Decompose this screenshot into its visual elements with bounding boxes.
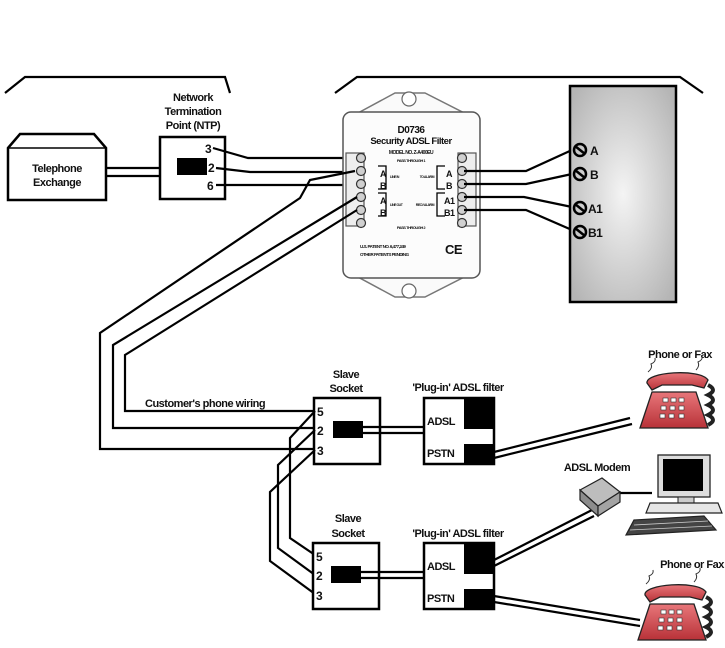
phone2-cable-b [493,600,641,628]
panel-term-a: A [590,144,599,158]
plugin-filter-1: 'Plug-in' ADSL filter ADSL PSTN [412,382,505,466]
filter-patent: U.S. PATENT NO. 6,477,249 [360,244,406,249]
network-termination-point: Network Termination Point (NTP) 3 2 6 [158,92,227,201]
filter-line-in-label: LINE IN [390,175,400,179]
slave-socket-2-title-2: Socket [331,528,365,540]
computer-icon [624,454,723,536]
slave-socket-2-pin-5: 5 [316,550,323,564]
phone-2-label: Phone or Fax [660,559,725,571]
ntp-title-2: Termination [165,106,222,118]
panel-term-b: B [590,168,599,182]
alarm-a1-wire [464,195,573,209]
filter-right-term-a: A [446,169,453,179]
modem-cable-b [493,515,595,567]
telephone-exchange: Telephone Exchange [6,132,108,202]
phone1-cable-b [493,422,633,460]
chain-wire-3 [268,449,316,595]
filter-name: Security ADSL Filter [370,136,452,147]
filter-right-term-b1: B1 [444,208,455,218]
phone2-cable-a [493,594,641,622]
phone-1-icon: Phone or Fax [639,349,715,429]
phone-2-icon: Phone or Fax [637,559,725,641]
ntp-title-1: Network [173,92,214,104]
ntp-socket-jack [177,158,207,175]
filter-pass-through-bottom: PASS THROUGH 2 [397,225,427,230]
slave-socket-1-pin-5: 5 [317,405,324,419]
adsl-modem-label: ADSL Modem [564,462,631,474]
slave-socket-1: Slave Socket 5 2 3 [312,369,382,466]
filter-right-term-b: B [446,181,453,191]
ntp-pin-6: 6 [207,179,214,193]
alarm-b1-wire [464,208,573,232]
slave-socket-2-pin-3: 3 [316,589,323,603]
filter-left-term-b: B [380,181,387,191]
filter-to-alarm-label: TO ALARM [420,175,435,179]
plugin-filter-2-title: 'Plug-in' ADSL filter [412,528,505,540]
chain-wire-2 [276,429,316,576]
filter-left-term-a2: A [380,196,387,206]
customer-wire-2 [111,196,358,430]
modem-cable-a [493,509,593,561]
ntp-pin2-wire [215,166,355,174]
ntp-title-3: Point (NTP) [166,120,221,132]
filter-patents-pending: OTHER PATENTS PENDING [360,252,410,257]
plugin-filter-2: 'Plug-in' ADSL filter ADSL PSTN [412,528,505,611]
exchange-side-bracket [4,75,232,94]
plugin-filter-2-adsl-port: ADSL [427,561,456,573]
customer-wire-3 [98,169,356,451]
plugin-filter-1-pstn-port: PSTN [427,448,455,460]
slave-socket-2-title-1: Slave [335,513,362,525]
filter-model: D0736 [398,125,426,136]
customer-wiring-label: Customer's phone wiring [145,398,265,410]
filter-left-term-b2: B [380,208,387,218]
plugin-filter-2-pstn-port: PSTN [427,593,455,605]
plugin-filter-1-adsl-port: ADSL [427,416,456,428]
adsl-modem-icon: ADSL Modem [564,462,631,518]
panel-term-b1: B1 [588,226,603,240]
premises-side-bracket [334,75,704,94]
slave-socket-2-pin-2: 2 [316,569,323,583]
plugin-filter-1-title: 'Plug-in' ADSL filter [412,382,505,394]
ntp-pin-3: 3 [205,142,212,156]
slave-socket-2: Slave Socket 5 2 3 [311,513,381,611]
filter-model-no: MODEL NO. Z-A400EU [389,150,434,156]
chain-wire-5 [288,410,316,556]
ntp-pin-2: 2 [208,161,215,175]
alarm-panel: A B A1 B1 [568,84,678,304]
slave-socket-1-jack [333,421,363,438]
filter-line-out-label: LINE OUT [390,203,404,207]
exchange-label-1: Telephone [32,163,82,175]
security-adsl-filter: D0736 Security ADSL Filter MODEL NO. Z-A… [342,91,481,299]
slave-socket-1-pin-3: 3 [317,444,324,458]
filter-right-term-a1: A1 [444,196,455,206]
exchange-label-2: Exchange [33,177,81,189]
ntp-pin3-wire [212,146,355,160]
filter-recv-alarm-label: RECV ALARM [416,203,435,207]
alarm-b-wire [464,172,573,186]
phone-1-label: Phone or Fax [648,349,713,361]
phone1-cable-a [493,416,631,454]
filter-pass-through-top: PASS THROUGH 1 [397,158,427,163]
slave-socket-1-pin-2: 2 [317,424,324,438]
customer-wire-5 [123,209,358,413]
panel-term-a1: A1 [588,202,603,216]
slave-socket-1-title-2: Socket [329,383,363,395]
slave-socket-1-title-1: Slave [333,369,360,381]
ce-mark: CE [445,242,463,257]
alarm-a-wire [464,148,573,173]
slave-socket-2-jack [331,566,361,583]
filter-left-term-a: A [380,169,387,179]
